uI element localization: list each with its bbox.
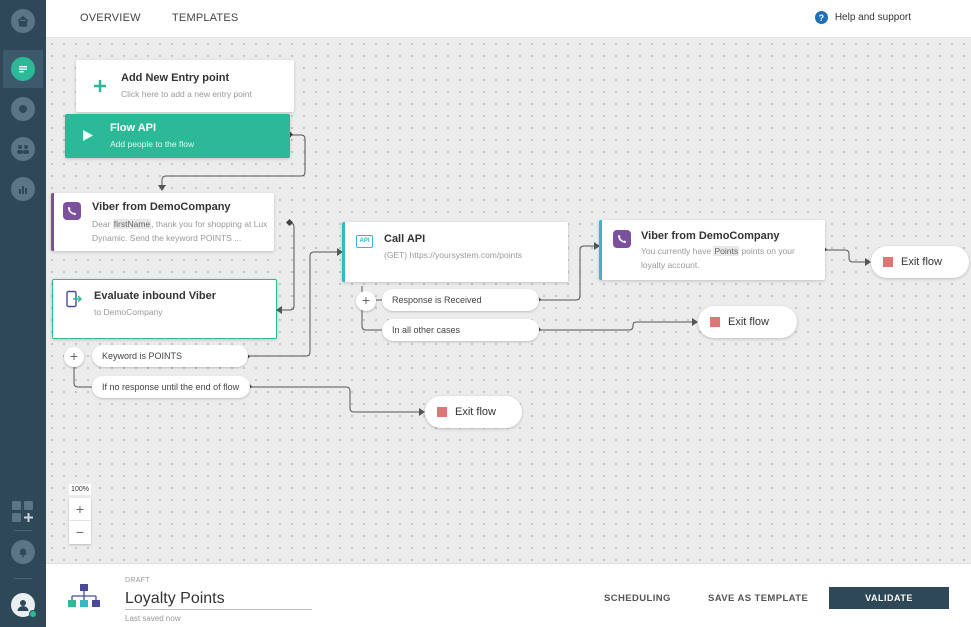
save-as-template-button[interactable]: SAVE AS TEMPLATE	[708, 593, 809, 604]
viber-points-preview: You currently have Points points on your…	[641, 246, 795, 270]
flow-name-input[interactable]: Loyalty Points	[125, 590, 312, 610]
call-api-title: Call API	[384, 233, 426, 245]
evaluate-inbound-icon	[66, 290, 82, 308]
evaluate-title: Evaluate inbound Viber	[94, 290, 217, 302]
api-icon: API	[356, 235, 373, 248]
flow-status: DRAFT	[125, 577, 150, 584]
top-bar: OVERVIEW TEMPLATES ? Help and support	[46, 0, 971, 38]
scheduling-button[interactable]: SCHEDULING	[604, 593, 671, 604]
evaluate-subtitle: to DemoCompany	[94, 307, 163, 317]
flow-api-entry-card[interactable]: Flow API Add people to the flow	[65, 114, 290, 158]
viber-points-card[interactable]: Viber from DemoCompany You currently hav…	[599, 220, 825, 280]
variable-token: Points	[713, 246, 740, 256]
add-entry-subtitle: Click here to add a new entry point	[121, 89, 252, 99]
tab-templates[interactable]: TEMPLATES	[172, 12, 239, 24]
viber-message-card[interactable]: Viber from DemoCompany Dear firstName, t…	[51, 193, 274, 251]
flow-canvas[interactable]: Add New Entry point Click here to add a …	[46, 38, 971, 563]
viber-icon	[613, 230, 631, 248]
sidebar-divider	[14, 530, 32, 531]
zoom-level: 100%	[69, 484, 91, 495]
exit-square-icon	[710, 317, 720, 327]
branch-response-received[interactable]: Response is Received	[382, 289, 539, 311]
variable-token: firstName	[112, 219, 152, 229]
plus-icon	[94, 80, 106, 92]
zoom-out-button[interactable]: −	[75, 524, 85, 540]
viber-points-title: Viber from DemoCompany	[641, 230, 780, 242]
exit-square-icon	[437, 407, 447, 417]
sidebar-divider	[14, 578, 32, 579]
call-api-url: (GET) https://yoursystem.com/points	[384, 250, 522, 260]
exit-flow-label: Exit flow	[901, 256, 942, 268]
analytics-icon[interactable]	[7, 173, 39, 205]
branch-no-response[interactable]: If no response until the end of flow	[92, 376, 250, 398]
add-branch-button[interactable]: +	[64, 347, 84, 367]
apps-icon[interactable]	[7, 496, 39, 528]
people-icon[interactable]	[7, 133, 39, 165]
viber-message-preview: Dear firstName, thank you for shopping a…	[92, 219, 268, 243]
add-entry-point-card[interactable]: Add New Entry point Click here to add a …	[76, 60, 294, 112]
validate-button[interactable]: VALIDATE	[829, 587, 949, 609]
help-and-support-link[interactable]: ? Help and support	[814, 11, 911, 24]
last-saved-text: Last saved now	[125, 614, 181, 623]
notifications-icon[interactable]	[7, 536, 39, 568]
exit-flow-node[interactable]: Exit flow	[698, 306, 797, 338]
zoom-control: 100% + −	[69, 484, 91, 544]
add-branch-button[interactable]: +	[356, 291, 376, 311]
exit-flow-node[interactable]: Exit flow	[425, 396, 522, 428]
footer-bar: DRAFT Loyalty Points Last saved now SCHE…	[46, 563, 971, 627]
home-icon[interactable]	[7, 5, 39, 37]
exit-flow-label: Exit flow	[728, 316, 769, 328]
evaluate-inbound-card[interactable]: Evaluate inbound Viber to DemoCompany	[52, 279, 277, 339]
flows-icon[interactable]	[7, 53, 39, 85]
flow-api-subtitle: Add people to the flow	[110, 139, 195, 149]
branch-other-cases[interactable]: In all other cases	[382, 319, 539, 341]
tab-overview[interactable]: OVERVIEW	[80, 12, 141, 24]
conversations-icon[interactable]	[7, 93, 39, 125]
zoom-in-button[interactable]: +	[69, 498, 91, 521]
flow-api-title: Flow API	[110, 122, 157, 134]
call-api-card[interactable]: API Call API (GET) https://yoursystem.co…	[342, 222, 568, 282]
add-entry-title: Add New Entry point	[121, 72, 230, 84]
help-icon: ?	[814, 11, 828, 24]
viber-icon	[63, 202, 81, 220]
user-avatar-icon[interactable]	[7, 589, 39, 621]
flow-diagram-icon	[68, 584, 100, 607]
help-label: Help and support	[834, 12, 911, 23]
branch-keyword-points[interactable]: Keyword is POINTS	[92, 345, 248, 367]
online-status-dot	[29, 610, 37, 618]
exit-square-icon	[883, 257, 893, 267]
sidebar	[0, 0, 46, 627]
exit-flow-label: Exit flow	[455, 406, 496, 418]
play-icon	[83, 130, 93, 141]
viber-title: Viber from DemoCompany	[92, 201, 231, 213]
exit-flow-node[interactable]: Exit flow	[871, 246, 969, 278]
